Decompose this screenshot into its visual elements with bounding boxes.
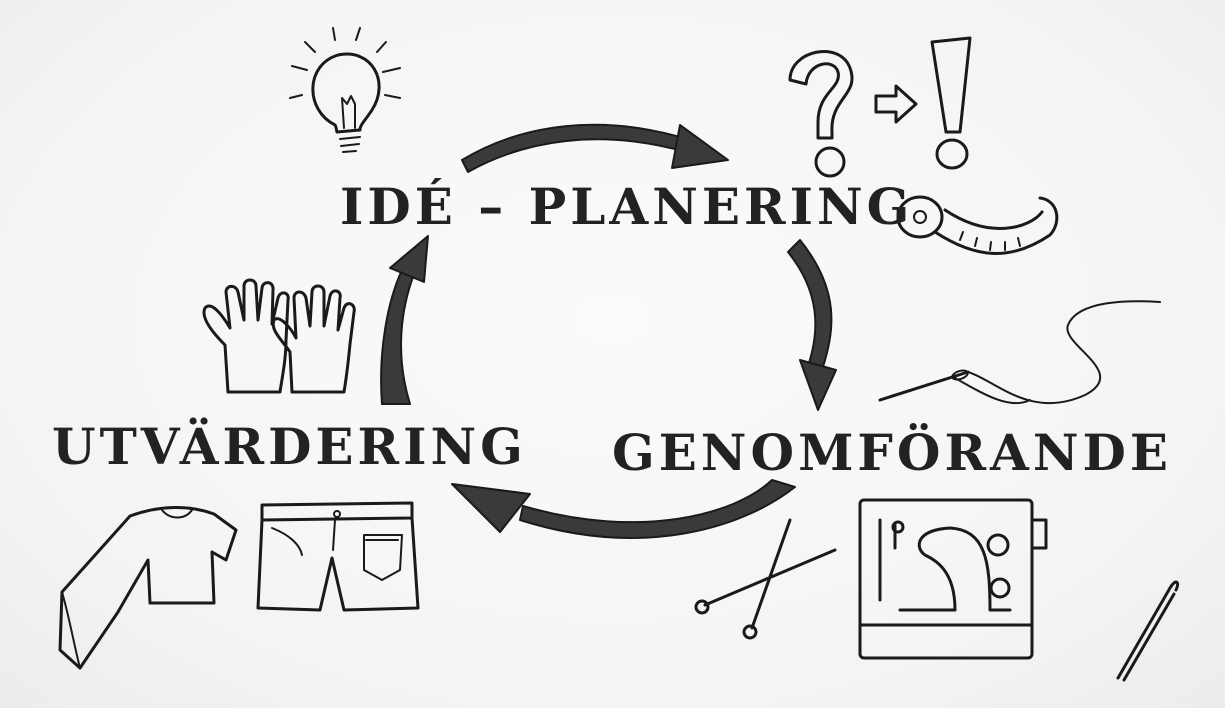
crochet-hook-icon (1116, 580, 1180, 682)
arrow-planering-to-genomforande (787, 239, 837, 411)
sweater-icon (58, 506, 238, 670)
gloves-icon (202, 278, 356, 394)
stage-label-genomforande: GENOMFÖRANDE (612, 423, 1172, 482)
arrow-genomforande-to-utvardering (451, 479, 796, 539)
measuring-tape-icon (896, 195, 1059, 255)
arrow-utvardering-to-ide (380, 235, 429, 405)
question-to-exclamation-icon (788, 36, 972, 178)
arrow-ide-to-planering (461, 123, 729, 173)
light-bulb-icon (289, 27, 401, 153)
stage-label-utvardering: UTVÄRDERING (52, 417, 527, 476)
sewing-machine-icon (858, 498, 1048, 660)
needle-and-thread-icon (878, 300, 1161, 405)
knitting-needles-icon (694, 518, 837, 640)
shorts-icon (256, 501, 420, 612)
stage-label-ide-planering: IDÉ – PLANERING (340, 177, 914, 236)
